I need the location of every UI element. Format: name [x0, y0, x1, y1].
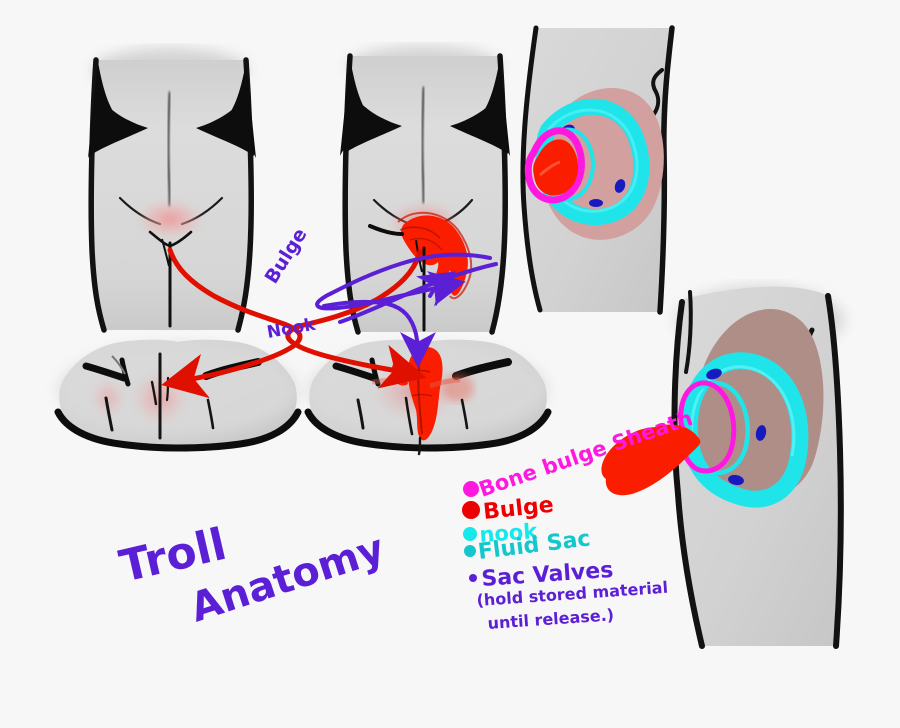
nook-inner-outline-6: [686, 380, 750, 476]
hip-wedge-right-2: [450, 88, 508, 154]
annotation-arrows: [161, 247, 498, 399]
legend-bullet-fluid-sac: [464, 545, 476, 557]
figure-spread-closed: [54, 339, 302, 452]
abdomen-line-2: [420, 86, 426, 204]
hip-wedge-left-1: [90, 90, 148, 156]
nook-fold-left-5: [404, 396, 414, 436]
sac-valve-6c: [728, 474, 744, 486]
side-blush-left-4: [92, 378, 124, 418]
nook-slit-5: [417, 436, 422, 456]
nook-fold-left-1: [161, 238, 170, 267]
hip-contour-left-6: [684, 290, 693, 374]
hip-wedge-left-2: [344, 88, 402, 154]
spread-outline-bottom-4: [54, 408, 302, 452]
hip-wedge-right-1: [196, 90, 254, 156]
figure-spread-extended: [304, 339, 552, 456]
crease-left-5: [356, 398, 365, 430]
legend-bullet-bulge: [462, 501, 480, 519]
sac-valve-3b: [614, 179, 626, 193]
callout-bulge: Bulge: [261, 224, 312, 287]
figure-cross-section-bottom: [601, 286, 844, 649]
crease-right-4: [206, 398, 215, 430]
legend-label-nook: nook: [479, 519, 539, 547]
legend-note-line2: until release.): [487, 605, 615, 633]
thigh-mark-left-4: [82, 362, 128, 382]
spread-outline-bottom-5: [304, 408, 552, 452]
bulge-base-line-2: [368, 224, 404, 236]
sac-valve-6b: [755, 425, 767, 441]
arrow-bulge-short: [416, 271, 456, 307]
arrow-nook-to-spread-right: [285, 249, 427, 389]
legend-bullet-sac-valves: [469, 574, 477, 582]
crease-right-5: [460, 398, 469, 430]
abdomen-line-1: [166, 91, 172, 207]
bone-bulge-sheath-3: [524, 127, 585, 204]
hip-outline-left-3: [520, 25, 543, 313]
smear-right-5: [429, 377, 461, 389]
nook-fold-right-4: [165, 376, 170, 402]
nook-fold-left-4: [150, 380, 158, 406]
legend-bullet-bone-bulge-sheath: [463, 481, 479, 497]
hip-contour-3: [651, 68, 664, 116]
bulge-extruded-b-6: [605, 424, 701, 496]
figure-cross-section-top: [520, 25, 675, 315]
sac-valve-3c: [589, 199, 603, 207]
hip-outline-left-6: [671, 299, 705, 649]
arrow-bulge-to-spread: [322, 299, 436, 368]
bulge-texture-a-2: [399, 226, 441, 239]
bulge-core-highlight-3: [539, 160, 561, 177]
figure-front-closed: [88, 48, 256, 333]
smear-left-5: [371, 378, 403, 385]
bulge-texture-b-2: [409, 237, 443, 251]
hip-outline-right-3: [657, 25, 675, 315]
nook-blush-1: [136, 200, 204, 238]
thigh-mark-left-5: [332, 362, 378, 382]
faint-line-4: [111, 355, 126, 375]
sac-valve-6a: [706, 368, 722, 380]
nook-ring-outer-6: [680, 352, 809, 508]
bone-bulge-sheath-6: [678, 380, 737, 474]
crease-left-4: [104, 396, 114, 432]
nook-ring-highlight-3: [546, 108, 639, 213]
nook-ring-highlight-6: [690, 365, 796, 457]
bulge-ridge-c-5: [411, 393, 433, 397]
arrow-nook-to-spread-left: [161, 247, 303, 399]
hip-outline-right-6: [825, 293, 844, 649]
arrow-bulge-tail: [338, 262, 498, 324]
legend-bullet-nook: [463, 527, 477, 541]
bulge-core-3: [533, 139, 579, 196]
